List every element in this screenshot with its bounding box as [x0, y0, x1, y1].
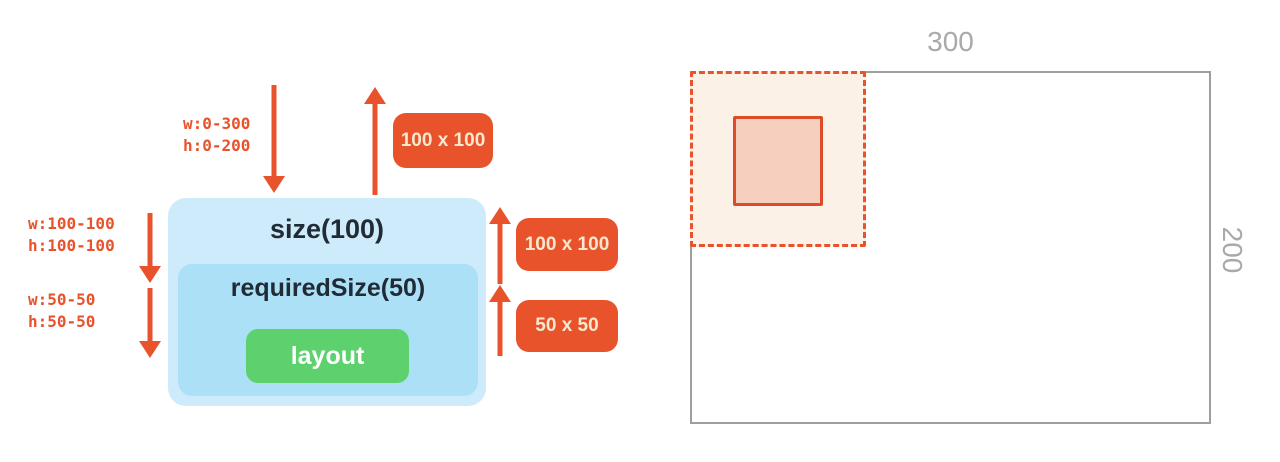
size-out-arrow-required-size	[489, 285, 511, 356]
arrow-down-icon	[263, 176, 285, 193]
required-size-constraints-width: w:50-50	[28, 290, 96, 309]
root-constraints-width: w:0-300	[183, 114, 251, 133]
required-size-constraints-label: w:50-50 h:50-50	[28, 289, 95, 333]
root-constraints-height: h:0-200	[183, 136, 251, 155]
parent-width-label: 300	[927, 26, 974, 57]
root-constraints-label: w:0-300 h:0-200	[183, 113, 250, 157]
arrow-up-icon	[489, 207, 511, 224]
measured-size-badge-size: 100 x 100	[516, 218, 618, 271]
arrow-shaft	[372, 102, 378, 195]
arrow-down-icon	[139, 341, 161, 358]
arrow-up-icon	[489, 285, 511, 302]
measured-size-badge-required-size: 50 x 50	[516, 300, 618, 352]
constraints-in-arrow-root	[263, 85, 285, 193]
arrow-down-icon	[139, 266, 161, 283]
arrow-up-icon	[364, 87, 386, 104]
size-modifier-label: size(100)	[269, 214, 385, 244]
required-size-modifier-label: requiredSize(50)	[230, 274, 426, 302]
measured-size-badge-root: 100 x 100	[393, 113, 493, 168]
arrow-shaft	[497, 222, 503, 284]
placed-content-square	[733, 116, 823, 206]
size-constraints-width: w:100-100	[28, 214, 115, 233]
arrow-shaft	[147, 288, 153, 343]
arrow-shaft	[497, 300, 503, 356]
layout-node-label: layout	[290, 341, 365, 370]
size-out-arrow-size	[489, 207, 511, 284]
layout-node-box: layout	[246, 329, 409, 383]
size-constraints-label: w:100-100 h:100-100	[28, 213, 115, 257]
arrow-shaft	[271, 85, 277, 178]
size-out-arrow-root	[364, 87, 386, 195]
arrow-shaft	[147, 213, 153, 268]
constraints-in-arrow-required-size	[139, 288, 161, 358]
parent-height-label: 200	[1217, 226, 1248, 274]
required-size-constraints-height: h:50-50	[28, 312, 96, 331]
size-constraints-height: h:100-100	[28, 236, 115, 255]
constraints-in-arrow-size	[139, 213, 161, 283]
